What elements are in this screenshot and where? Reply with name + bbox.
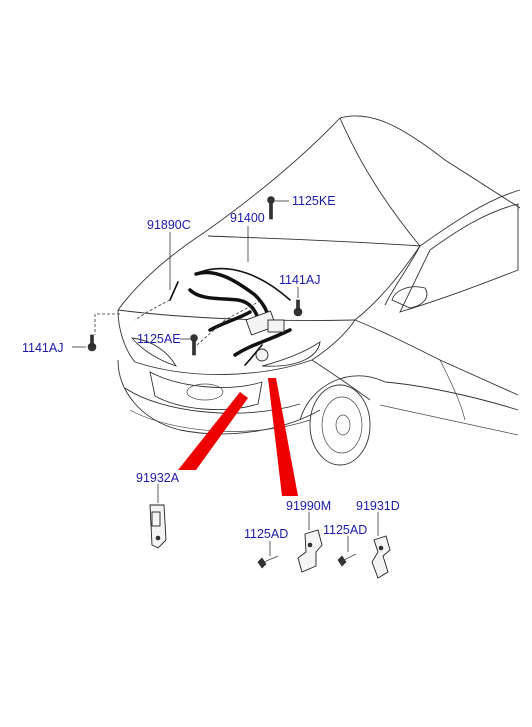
label-91931D: 91931D bbox=[356, 499, 400, 513]
callout-91932A bbox=[178, 392, 248, 470]
label-1125AD-left: 1125AD bbox=[244, 527, 288, 541]
bolt-1125KE bbox=[267, 196, 275, 220]
screw-1125AD-right bbox=[337, 553, 357, 567]
bracket-91932A bbox=[149, 504, 167, 549]
label-1141AJ-left: 1141AJ bbox=[22, 341, 63, 355]
label-91890C: 91890C bbox=[147, 218, 191, 232]
wiring-harness bbox=[94, 267, 292, 366]
label-91932A: 91932A bbox=[136, 471, 180, 485]
bolt-1141AJ-left bbox=[87, 334, 97, 352]
label-1125KE: 1125KE bbox=[292, 194, 336, 208]
leader-lines bbox=[72, 200, 379, 556]
screw-1125AD-left bbox=[257, 555, 279, 569]
label-91400: 91400 bbox=[230, 211, 265, 225]
bracket-91990M bbox=[297, 529, 323, 573]
label-1125AE: 1125AE bbox=[137, 332, 181, 346]
bracket-91931D bbox=[371, 535, 391, 579]
callout-arrows bbox=[178, 378, 298, 496]
bolt-1141AJ-right bbox=[293, 299, 303, 317]
label-91990M: 91990M bbox=[286, 499, 331, 513]
callout-91990M bbox=[268, 378, 298, 496]
label-1125AD-right: 1125AD bbox=[323, 523, 367, 537]
car-body-outline bbox=[117, 115, 521, 466]
label-1141AJ-right: 1141AJ bbox=[279, 273, 320, 287]
bolt-1125AE bbox=[190, 334, 198, 356]
